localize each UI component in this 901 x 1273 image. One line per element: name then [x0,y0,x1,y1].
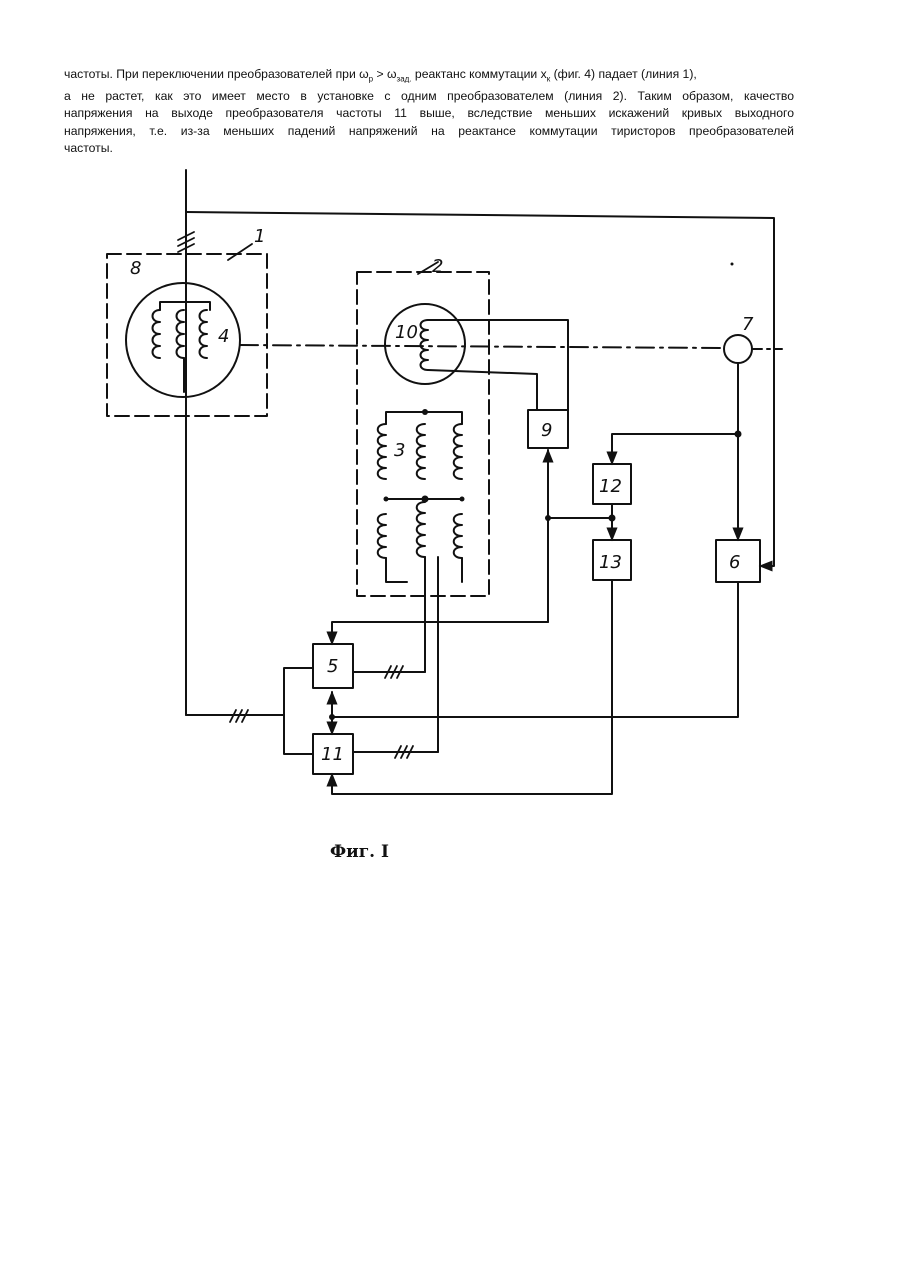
label-3: 3 [394,440,405,461]
label-5: 5 [327,656,338,677]
body-paragraph: частоты. При переключении преобразовател… [64,66,794,158]
winding-4-mid [177,310,185,358]
line-6-to-5-11 [332,582,738,717]
label-12: 12 [599,476,622,497]
winding-3-lower-mid [417,502,425,557]
text-line-4: напряжения, т.е. из-за меньших падений н… [64,123,794,141]
bus-to-5 [284,668,313,715]
shaft-line [240,345,724,348]
label-4: 4 [218,326,229,347]
winding-3-lower-left [378,514,386,558]
label-2: 2 [432,256,443,277]
text-line-1: частоты. При переключении преобразовател… [64,66,794,88]
line-13-to-11 [332,580,612,794]
label-13: 13 [599,552,622,573]
winding-3-upper-right [454,424,462,479]
motor-10-circle [385,304,465,384]
line-9-to-5 [332,622,548,644]
winding-3-upper-left [378,424,386,479]
label-10: 10 [395,322,418,343]
junction-dots [329,263,742,721]
winding-3-upper-mid [417,424,425,479]
three-phase-marks [178,232,438,758]
winding-10-lead-bottom [428,370,537,410]
text-line-3: напряжения на выходе преобразователя час… [64,105,794,123]
transformer-3-bottom-left [386,558,407,582]
label-7: 7 [742,314,754,335]
text-line-2: а не растет, как это имеет место в устан… [64,88,794,106]
winding-3-lower-right [454,514,462,558]
label-8: 8 [130,258,141,279]
label-9: 9 [541,420,552,441]
sensor-7-circle [724,335,752,363]
winding-10 [421,320,429,370]
text-line-5: частоты. [64,140,794,158]
line-7-to-12 [612,434,738,464]
figure-caption: Фиг. I [330,842,530,862]
circuit-diagram-svg: 1 8 4 2 10 7 3 9 12 13 6 5 11 [92,162,792,868]
label-11: 11 [321,744,344,765]
winding-4-left [153,310,161,358]
top-feedback-line [186,212,774,566]
circuit-diagram: 1 8 4 2 10 7 3 9 12 13 6 5 11 [92,162,792,868]
winding-10-lead-top [428,320,568,410]
winding-4-right [200,310,208,358]
bus-to-11 [284,715,313,754]
label-1: 1 [254,226,265,247]
label-6: 6 [729,552,740,573]
